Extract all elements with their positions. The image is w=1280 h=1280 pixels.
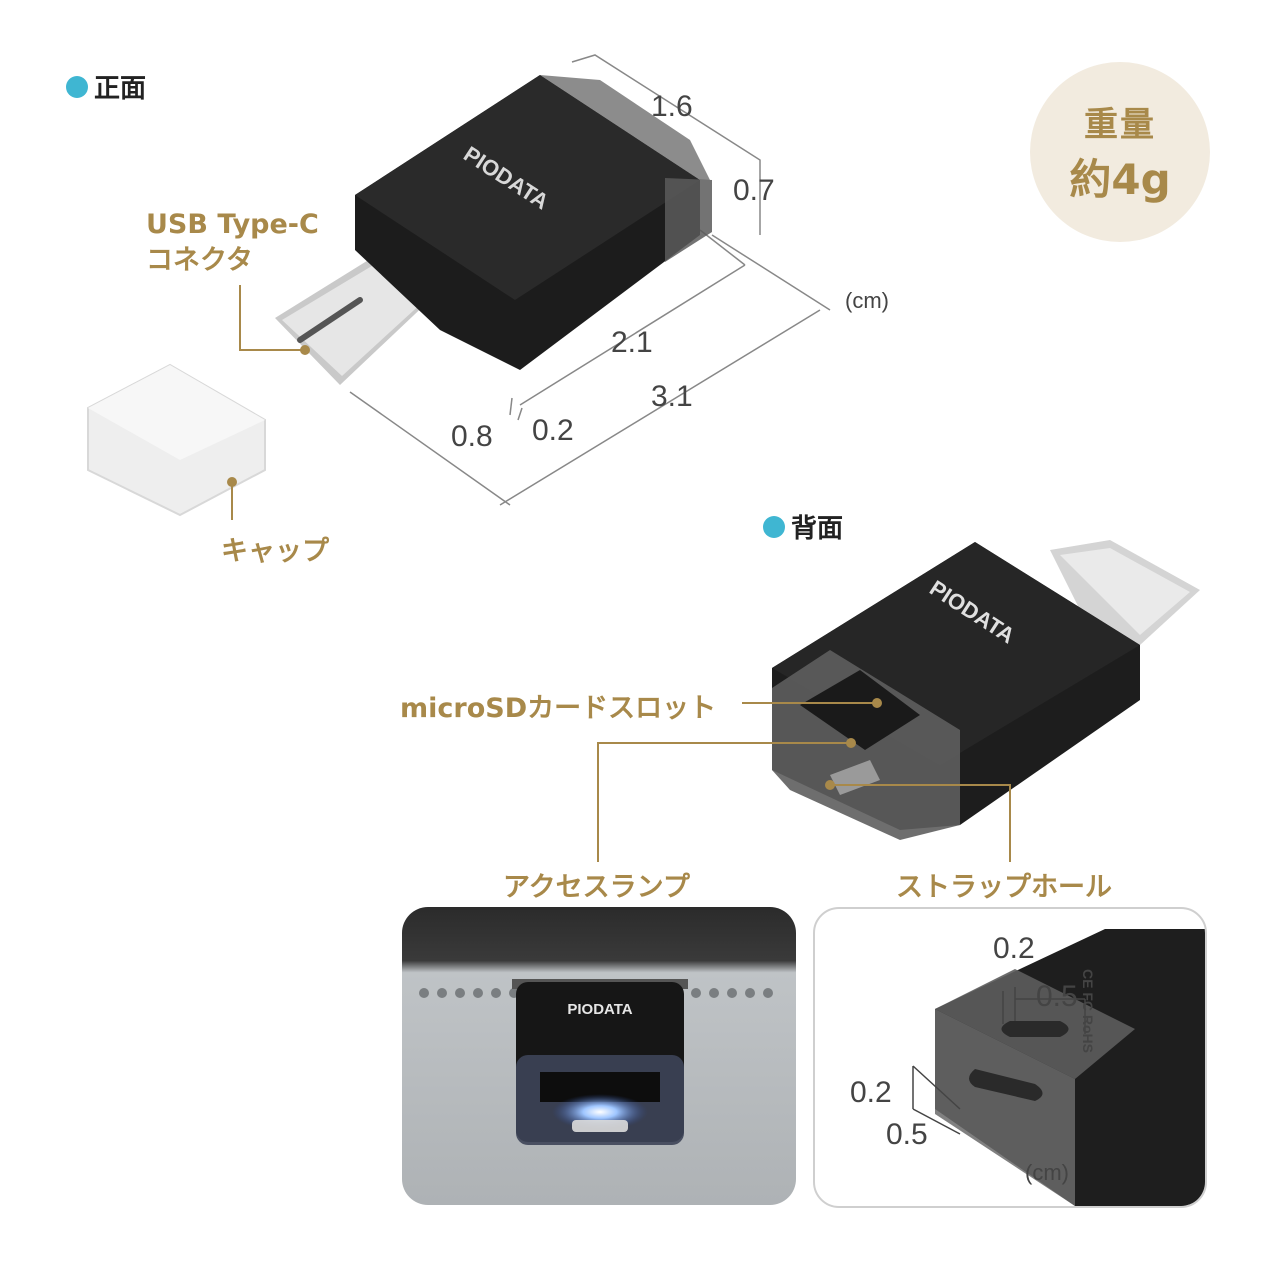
dim-total-length: 3.1 [651, 380, 693, 413]
cap-label: キャップ [221, 536, 329, 567]
usb-type-c-label: USB Type-C コネクタ [146, 209, 319, 276]
microsd-slot-label: microSDカードスロット [400, 693, 717, 724]
dim-body-length: 2.1 [611, 326, 653, 359]
dim-width: 1.6 [651, 90, 693, 123]
slot-callout-dot-icon [872, 698, 882, 708]
usage-photo: PIODATA [402, 907, 796, 1205]
weight-value: 約4g [1069, 155, 1171, 204]
cap-illustration [87, 363, 266, 517]
weight-badge: 重量 約4g [1030, 62, 1210, 242]
strap-hole-detail-box: CE FC RoHS [813, 907, 1207, 1208]
strap-hole-detail-illustration: CE FC RoHS [912, 929, 1205, 1206]
detail-dim-hole-width: 0.5 [1036, 980, 1078, 1013]
lamp-callout-dot-icon [846, 738, 856, 748]
bullet-dot-icon [763, 515, 785, 538]
laptop-photo-illustration: PIODATA [402, 907, 796, 1205]
detail-dim-top-gap: 0.2 [993, 932, 1035, 965]
bullet-dot-icon [66, 75, 88, 98]
detail-dim-hole-depth: 0.5 [886, 1118, 928, 1151]
certification-marks: CE FC RoHS [1080, 969, 1096, 1053]
front-device-illustration: PIODATA [87, 54, 831, 520]
dim-plug-length: 0.8 [451, 420, 493, 453]
front-device-body [355, 75, 712, 370]
cap-callout-dot-icon [227, 477, 237, 487]
dim-thickness: 0.7 [733, 174, 775, 207]
detail-unit-label: (cm) [1025, 1160, 1069, 1185]
back-device-illustration: PIODATA [597, 540, 1200, 862]
dim-gap: 0.2 [532, 414, 574, 447]
strap-hole-label: ストラップホール [896, 872, 1112, 903]
detail-dim-side-gap: 0.2 [850, 1076, 892, 1109]
front-unit-label: (cm) [845, 288, 889, 313]
usb-callout-dot-icon [300, 345, 310, 355]
photo-logo: PIODATA [567, 1001, 632, 1018]
access-lamp-label: アクセスランプ [503, 872, 690, 903]
strap-callout-dot-icon [825, 780, 835, 790]
front-section-title: 正面 [66, 68, 146, 105]
weight-label: 重量 [1084, 105, 1156, 145]
back-section-title: 背面 [763, 508, 843, 545]
